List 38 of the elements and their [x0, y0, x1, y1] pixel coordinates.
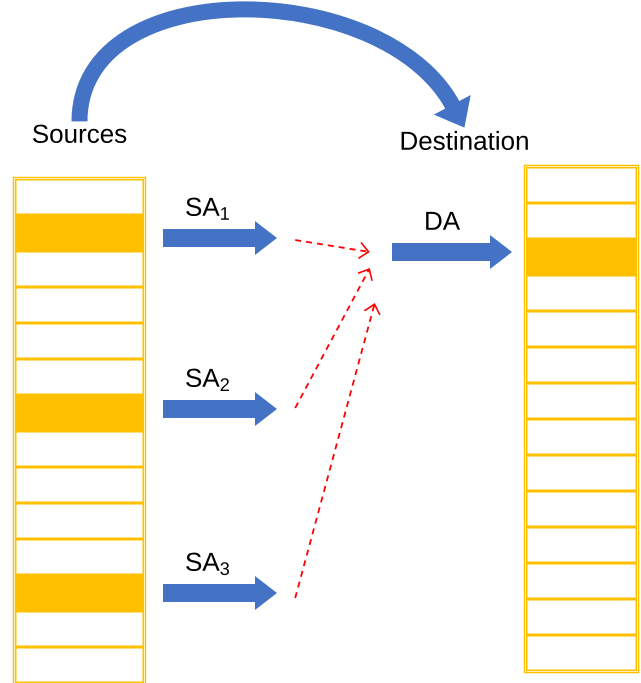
table-cell	[526, 563, 637, 599]
node-label: SA$_{2}$	[186, 368, 229, 391]
table-cell	[15, 323, 144, 359]
dashed-arrow	[294, 303, 381, 598]
table-cell	[526, 347, 637, 383]
node-label: DA	[426, 212, 460, 230]
table-cell	[526, 311, 637, 347]
table-cell	[15, 467, 144, 503]
highlighted-cell	[15, 215, 144, 251]
highlighted-cell	[15, 395, 144, 431]
table-cell	[15, 359, 144, 395]
node-label: SA$_{3}$	[186, 552, 229, 576]
table-cell	[526, 275, 637, 311]
table-cell	[15, 503, 144, 539]
node-label: SA$_{1}$	[186, 198, 229, 220]
highlighted-cell	[526, 239, 637, 275]
node-label: Destination	[402, 130, 528, 150]
table-cell	[526, 491, 637, 527]
highlighted-cell	[15, 575, 144, 611]
dashed-arrow	[295, 239, 370, 259]
table-cell	[526, 203, 637, 239]
table-cell	[526, 419, 637, 455]
table-cell	[15, 611, 144, 647]
table-cell	[15, 431, 144, 467]
table-cell	[526, 167, 637, 203]
table-cell	[15, 287, 144, 323]
table-cell	[15, 251, 144, 287]
table-cell	[526, 599, 637, 635]
table-cell	[526, 635, 637, 671]
table-cell	[15, 179, 144, 215]
table-cell	[526, 455, 637, 491]
cell-column: Sources	[12, 124, 146, 683]
table-cell	[15, 539, 144, 575]
table-cell	[526, 527, 637, 563]
node-label: Sources	[32, 124, 126, 144]
table-cell	[15, 647, 144, 683]
table-cell	[526, 383, 637, 419]
dashed-arrow	[294, 268, 373, 408]
